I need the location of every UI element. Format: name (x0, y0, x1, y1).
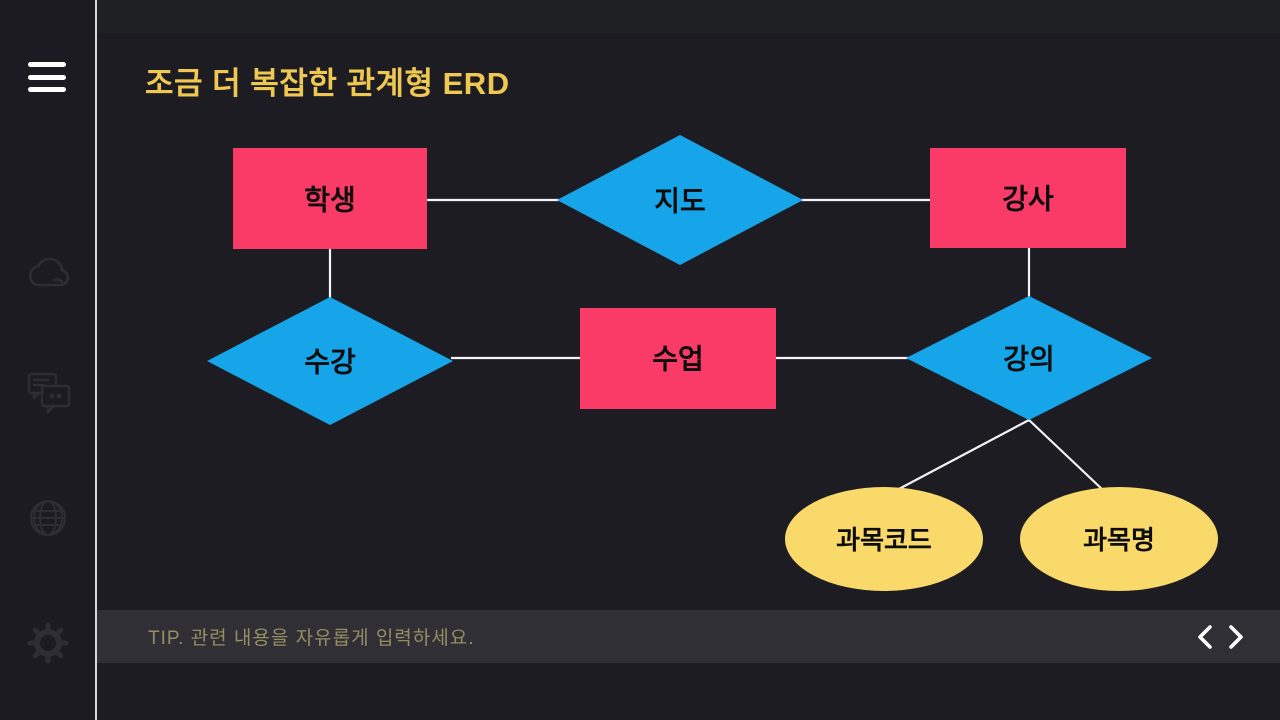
relationship-enrolls[interactable]: 수강 (207, 297, 453, 425)
attribute-course-code-label: 과목코드 (836, 525, 932, 555)
page-title: 조금 더 복잡한 관계형 ERD (145, 66, 510, 101)
tip-placeholder-text[interactable]: TIP. 관련 내용을 자유롭게 입력하세요. (148, 628, 475, 649)
attribute-course-code[interactable]: 과목코드 (785, 487, 983, 591)
sidebar (0, 0, 95, 720)
entity-instructor-label: 강사 (1002, 184, 1054, 215)
tip-bar[interactable]: TIP. 관련 내용을 자유롭게 입력하세요. (97, 610, 1280, 663)
settings-gear-icon[interactable] (0, 621, 95, 665)
relationship-lectures-label: 강의 (1003, 344, 1055, 375)
top-band (0, 0, 1280, 33)
entity-student[interactable]: 학생 (233, 148, 427, 249)
relationship-lectures[interactable]: 강의 (906, 296, 1152, 420)
sidebar-divider (95, 0, 97, 720)
relationship-advises[interactable]: 지도 (557, 135, 803, 265)
relationship-advises-label: 지도 (654, 186, 706, 217)
hamburger-menu-icon[interactable] (28, 62, 66, 92)
entity-instructor[interactable]: 강사 (930, 148, 1126, 248)
chat-bubbles-icon[interactable] (0, 370, 95, 416)
cloud-icon[interactable] (0, 254, 95, 292)
attribute-course-name-label: 과목명 (1083, 525, 1155, 555)
chevron-left-icon[interactable] (1194, 622, 1216, 652)
entity-student-label: 학생 (304, 185, 356, 216)
attribute-course-name[interactable]: 과목명 (1020, 487, 1218, 591)
globe-icon[interactable] (0, 497, 95, 539)
relationship-enrolls-label: 수강 (304, 347, 356, 378)
slide-nav (1194, 610, 1247, 663)
connector-lines (328, 198, 1105, 492)
chevron-right-icon[interactable] (1225, 622, 1247, 652)
entity-class[interactable]: 수업 (580, 308, 776, 409)
entity-class-label: 수업 (652, 344, 704, 375)
